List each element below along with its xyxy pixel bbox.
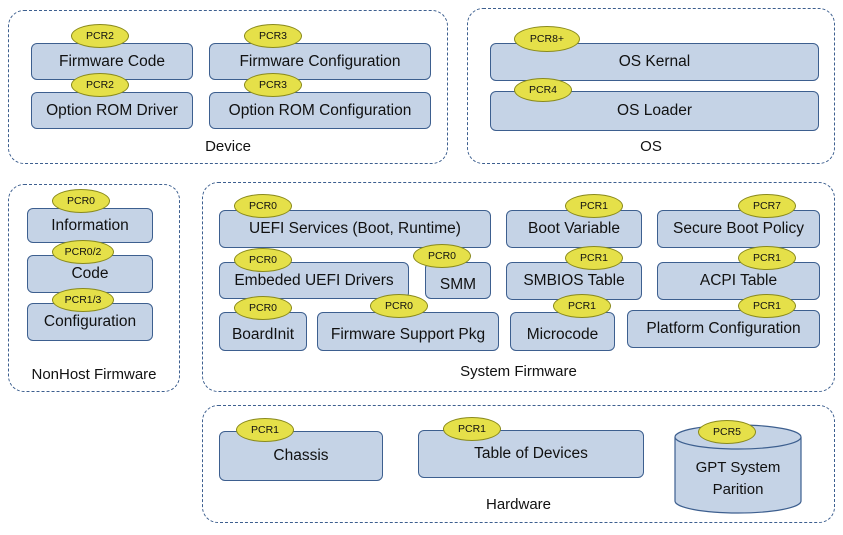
gpt-system-partition-line2: Parition <box>712 481 764 498</box>
gpt-system-partition-pcr-badge: PCR5 <box>698 420 756 444</box>
microcode-pcr-badge: PCR1 <box>553 294 611 318</box>
smm-pcr-badge: PCR0 <box>413 244 471 268</box>
device-group-label: Device <box>205 138 251 155</box>
boot-variable-box: Boot Variable <box>506 210 642 248</box>
firmware-configuration-box: Firmware Configuration <box>209 43 431 80</box>
smbios-table-pcr-badge: PCR1 <box>565 246 623 270</box>
hardware-group <box>202 405 835 523</box>
boardinit-pcr-badge: PCR0 <box>234 296 292 320</box>
microcode-box: Microcode <box>510 312 615 351</box>
os-group <box>467 8 835 164</box>
secure-boot-policy-box: Secure Boot Policy <box>657 210 820 248</box>
nonhost-code-pcr-badge: PCR0/2 <box>52 240 114 264</box>
nonhost-information-pcr-badge: PCR0 <box>52 189 110 213</box>
acpi-table-box: ACPI Table <box>657 262 820 300</box>
firmware-support-pkg-pcr-badge: PCR0 <box>370 294 428 318</box>
option-rom-driver-pcr-badge: PCR2 <box>71 73 129 97</box>
os-group-label: OS <box>640 138 662 155</box>
option-rom-configuration-box: Option ROM Configuration <box>209 92 431 129</box>
gpt-system-partition-line1: GPT System <box>695 459 781 476</box>
nonhost-firmware-group <box>8 184 180 392</box>
hardware-group-label: Hardware <box>485 496 552 513</box>
smbios-table-box: SMBIOS Table <box>506 262 642 300</box>
nonhost-configuration-box: Configuration <box>27 303 153 341</box>
uefi-services-box: UEFI Services (Boot, Runtime) <box>219 210 491 248</box>
boot-variable-pcr-badge: PCR1 <box>565 194 623 218</box>
chassis-pcr-badge: PCR1 <box>236 418 294 442</box>
uefi-services-pcr-badge: PCR0 <box>234 194 292 218</box>
embedded-uefi-drivers-pcr-badge: PCR0 <box>234 248 292 272</box>
gpt-system-partition-label: GPT System Parition <box>674 457 802 501</box>
acpi-table-pcr-badge: PCR1 <box>738 246 796 270</box>
firmware-configuration-pcr-badge: PCR3 <box>244 24 302 48</box>
os-kernel-pcr-badge: PCR8+ <box>514 26 580 52</box>
nonhost-firmware-group-label: NonHost Firmware <box>31 366 157 383</box>
system-firmware-group-label: System Firmware <box>460 363 577 380</box>
firmware-support-pkg-box: Firmware Support Pkg <box>317 312 499 351</box>
table-of-devices-pcr-badge: PCR1 <box>443 417 501 441</box>
nonhost-information-box: Information <box>27 208 153 243</box>
platform-configuration-box: Platform Configuration <box>627 310 820 348</box>
secure-boot-policy-pcr-badge: PCR7 <box>738 194 796 218</box>
system-firmware-group <box>202 182 835 392</box>
option-rom-driver-box: Option ROM Driver <box>31 92 193 129</box>
embedded-uefi-drivers-box: Embeded UEFI Drivers <box>219 262 409 299</box>
os-loader-pcr-badge: PCR4 <box>514 78 572 102</box>
firmware-code-pcr-badge: PCR2 <box>71 24 129 48</box>
device-group <box>8 10 448 164</box>
nonhost-configuration-pcr-badge: PCR1/3 <box>52 288 114 312</box>
platform-configuration-pcr-badge: PCR1 <box>738 294 796 318</box>
option-rom-configuration-pcr-badge: PCR3 <box>244 73 302 97</box>
